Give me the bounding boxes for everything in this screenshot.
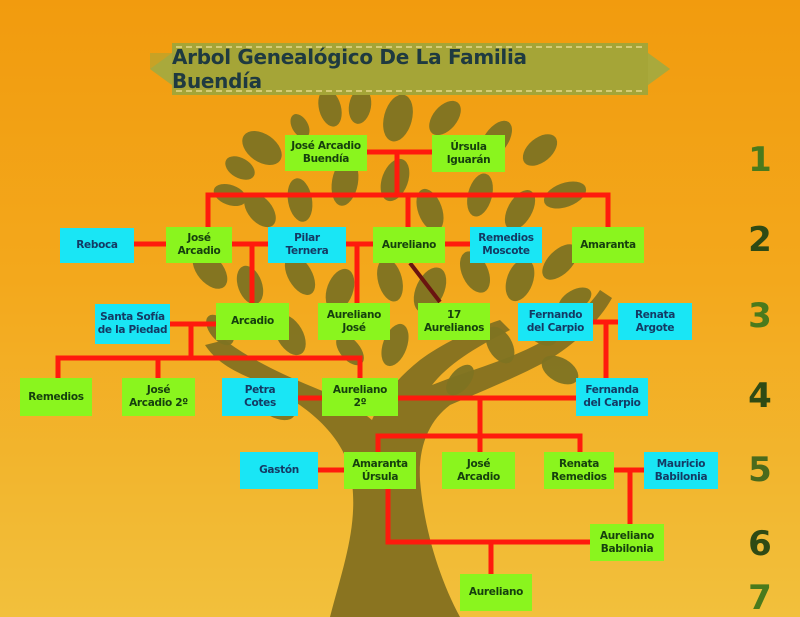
- person-arcadio: Arcadio: [216, 303, 289, 340]
- title-banner: Arbol Genealógico De La Familia Buendía: [150, 43, 670, 95]
- person-petra-cotes: Petra Cotes: [222, 378, 298, 416]
- person-pilar-ternera: Pilar Ternera: [268, 227, 346, 263]
- generation-number-4: 4: [748, 376, 772, 416]
- person-aureliano-babilonia: Aureliano Babilonia: [590, 524, 664, 561]
- person-santa-sofia: Santa Sofía de la Piedad: [95, 304, 170, 344]
- dark-connector: [408, 261, 442, 304]
- person-aureliano: Aureliano: [373, 227, 445, 263]
- generation-number-6: 6: [748, 524, 772, 564]
- person-aureliano-jose: Aureliano José: [318, 303, 390, 340]
- person-renata-remedios: Renata Remedios: [544, 452, 614, 489]
- tree-leaves: [192, 88, 592, 421]
- person-mauricio-babilonia: Mauricio Babilonia: [644, 452, 718, 489]
- person-amaranta: Amaranta: [572, 227, 644, 263]
- page-title: Arbol Genealógico De La Familia Buendía: [172, 45, 527, 93]
- person-17-aurelianos: 17 Aurelianos: [418, 303, 490, 340]
- generation-number-5: 5: [748, 450, 772, 490]
- person-ursula-iguaran: Úrsula Iguarán: [432, 135, 505, 172]
- person-jose-arcadio: José Arcadio: [166, 227, 232, 263]
- person-aureliano-2: Aureliano 2º: [322, 378, 398, 416]
- person-remedios: Remedios: [20, 378, 92, 416]
- person-fernanda-del-carpio: Fernanda del Carpio: [576, 378, 648, 416]
- person-aureliano-gen7: Aureliano: [460, 574, 532, 611]
- generation-number-7: 7: [748, 578, 772, 617]
- person-fernando-del-carpio: Fernando del Carpio: [518, 303, 593, 341]
- person-jose-arcadio-buendia: José Arcadio Buendía: [285, 135, 367, 171]
- person-amaranta-ursula: Amaranta Úrsula: [344, 452, 416, 489]
- person-gaston: Gastón: [240, 452, 318, 489]
- person-jose-arcadio-gen5: José Arcadio: [442, 452, 515, 489]
- generation-number-3: 3: [748, 296, 772, 336]
- generation-number-1: 1: [748, 140, 772, 180]
- person-rebeca: Reboca: [60, 228, 134, 263]
- banner-shape: [150, 43, 670, 95]
- person-jose-arcadio-2: José Arcadio 2º: [122, 378, 195, 416]
- generation-number-2: 2: [748, 220, 772, 260]
- person-renata-argote: Renata Argote: [618, 303, 692, 340]
- person-remedios-moscote: Remedios Moscote: [470, 227, 542, 263]
